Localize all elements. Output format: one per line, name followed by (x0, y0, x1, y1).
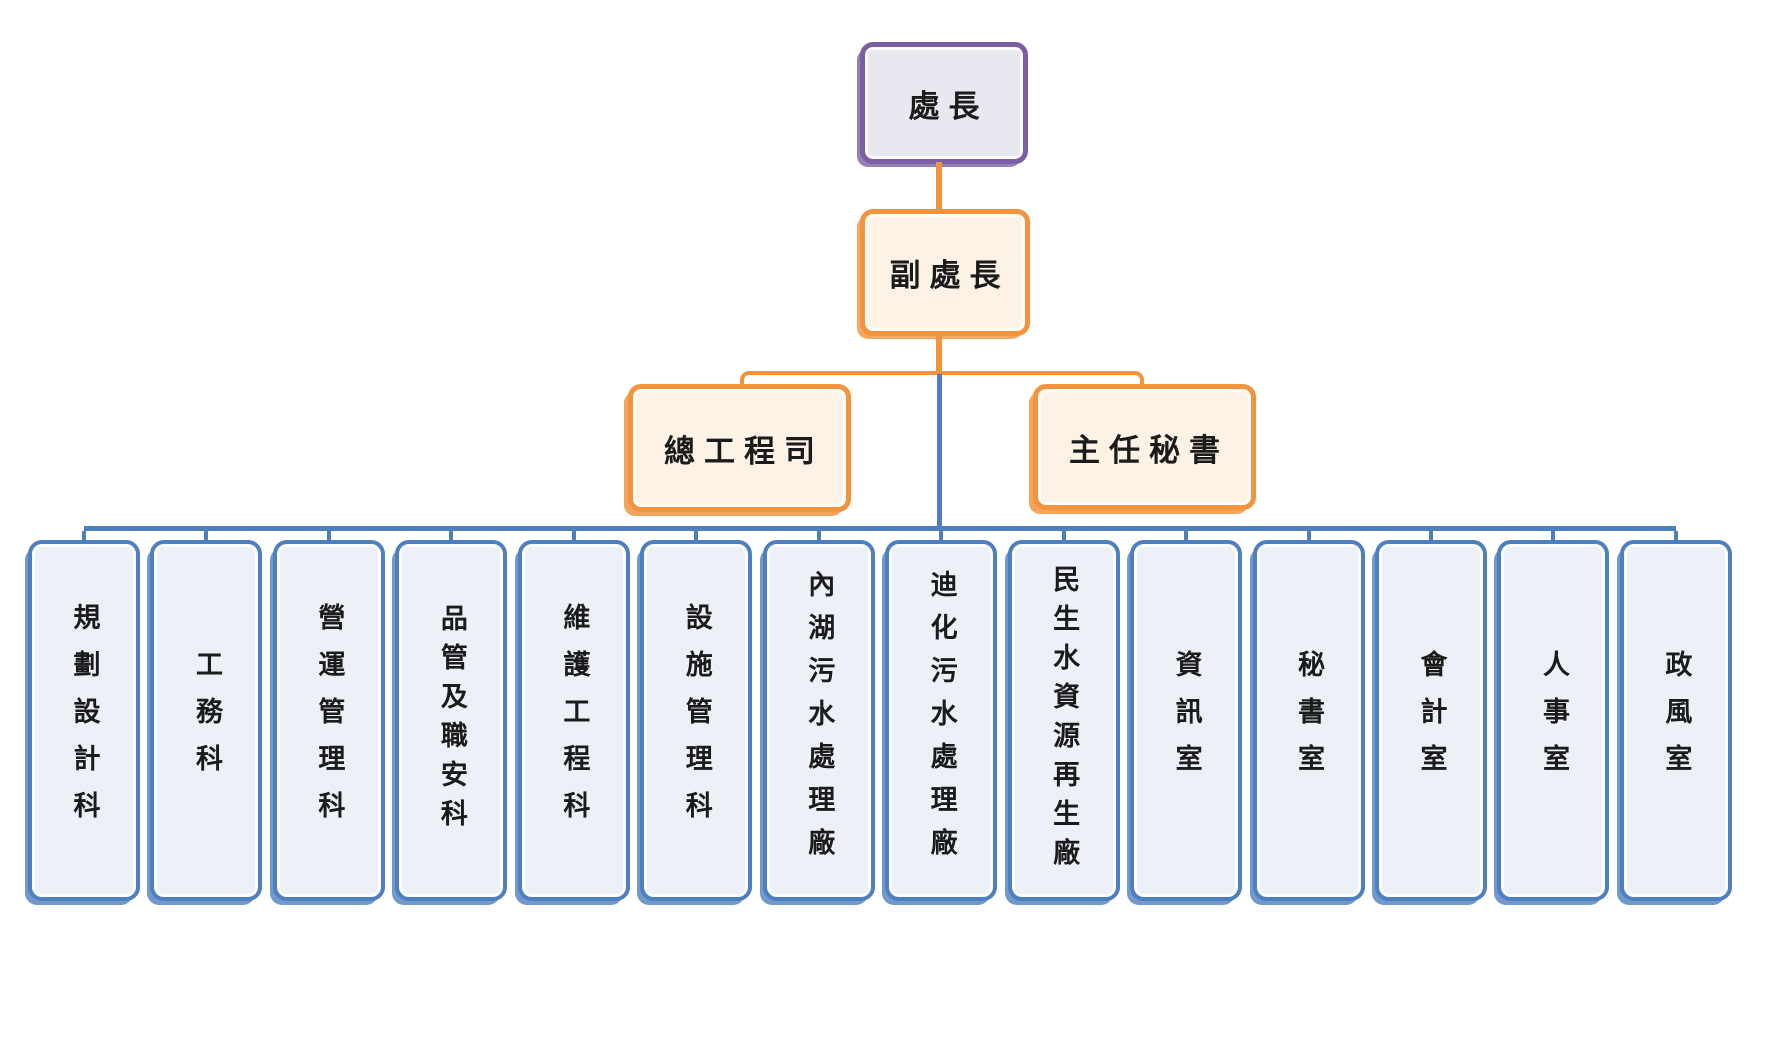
department-card: 政風室 (1619, 540, 1732, 901)
node-deputy-director-label: 副處長 (889, 258, 1010, 294)
department-label: 迪化污水處理廠 (925, 570, 957, 871)
node-chief-engineer: 總工程司 (628, 384, 851, 512)
department-secretariat: 秘書室 (1252, 531, 1365, 901)
department-card: 迪化污水處理廠 (885, 540, 998, 901)
department-label: 人事室 (1537, 650, 1569, 791)
department-tick (449, 531, 454, 540)
node-chief-engineer-label: 總工程司 (664, 433, 824, 470)
department-label: 資訊室 (1170, 650, 1202, 791)
department-accounting: 會計室 (1374, 531, 1487, 901)
department-tick (1551, 531, 1556, 540)
department-operations-management: 營運管理科 (272, 531, 385, 901)
connector-director-deputy (936, 162, 942, 210)
department-dihua-sewage-plant: 迪化污水處理廠 (885, 531, 998, 901)
department-personnel: 人事室 (1497, 531, 1610, 901)
department-public-works: 工務科 (150, 531, 263, 901)
department-label: 會計室 (1415, 650, 1447, 791)
department-tick (1184, 531, 1189, 540)
department-card: 品管及職安科 (395, 540, 508, 901)
department-tick (1061, 531, 1066, 540)
department-label: 設施管理科 (680, 603, 712, 838)
connector-trunk-line (937, 374, 942, 530)
department-planning-design: 規劃設計科 (28, 531, 140, 901)
department-label: 規劃設計科 (68, 603, 100, 838)
department-card: 會計室 (1374, 540, 1487, 901)
department-tick (82, 531, 86, 540)
connector-departments-line (84, 526, 1676, 531)
department-card: 內湖污水處理廠 (762, 540, 875, 901)
department-neihu-sewage-plant: 內湖污水處理廠 (762, 531, 875, 901)
department-card: 資訊室 (1130, 540, 1243, 901)
node-chief-secretary-label: 主任秘書 (1069, 432, 1229, 469)
department-tick (816, 531, 821, 540)
department-tick (694, 531, 699, 540)
department-civil-service-ethics: 政風室 (1619, 531, 1732, 901)
node-director: 處長 (860, 42, 1028, 164)
department-maintenance-engineering: 維護工程科 (517, 531, 630, 901)
connector-deputy-bracket (936, 335, 942, 373)
department-tick (326, 531, 331, 540)
department-card: 維護工程科 (517, 540, 630, 901)
department-card: 人事室 (1497, 540, 1610, 901)
departments-row: 規劃設計科 工務科 營運管理科 品管及職安科 維護工程科 (28, 531, 1732, 901)
department-card: 工務科 (150, 540, 263, 901)
department-information: 資訊室 (1130, 531, 1243, 901)
department-label: 民生水資源再生廠 (1048, 564, 1080, 877)
department-tick (1306, 531, 1311, 540)
department-tick (1673, 531, 1678, 540)
node-director-label: 處長 (908, 88, 989, 125)
connector-staff-bracket (740, 371, 1144, 386)
department-card: 營運管理科 (272, 540, 385, 901)
department-card: 民生水資源再生廠 (1007, 540, 1120, 901)
department-tick (204, 531, 209, 540)
department-card: 規劃設計科 (28, 540, 140, 901)
department-label: 秘書室 (1293, 650, 1325, 791)
department-facility-management: 設施管理科 (640, 531, 753, 901)
department-label: 品管及職安科 (435, 603, 467, 838)
department-tick (1428, 531, 1433, 540)
node-deputy-director: 副處長 (860, 209, 1030, 336)
department-minsheng-water-reclamation-plant: 民生水資源再生廠 (1007, 531, 1120, 901)
department-tick (571, 531, 576, 540)
department-card: 秘書室 (1252, 540, 1365, 901)
department-label: 工務科 (190, 650, 222, 791)
department-label: 營運管理科 (313, 603, 345, 838)
department-card: 設施管理科 (640, 540, 753, 901)
node-chief-secretary: 主任秘書 (1033, 384, 1256, 510)
department-tick (939, 531, 944, 540)
department-label: 內湖污水處理廠 (803, 570, 835, 871)
department-label: 政風室 (1660, 650, 1692, 791)
department-label: 維護工程科 (558, 603, 590, 838)
department-quality-safety: 品管及職安科 (395, 531, 508, 901)
